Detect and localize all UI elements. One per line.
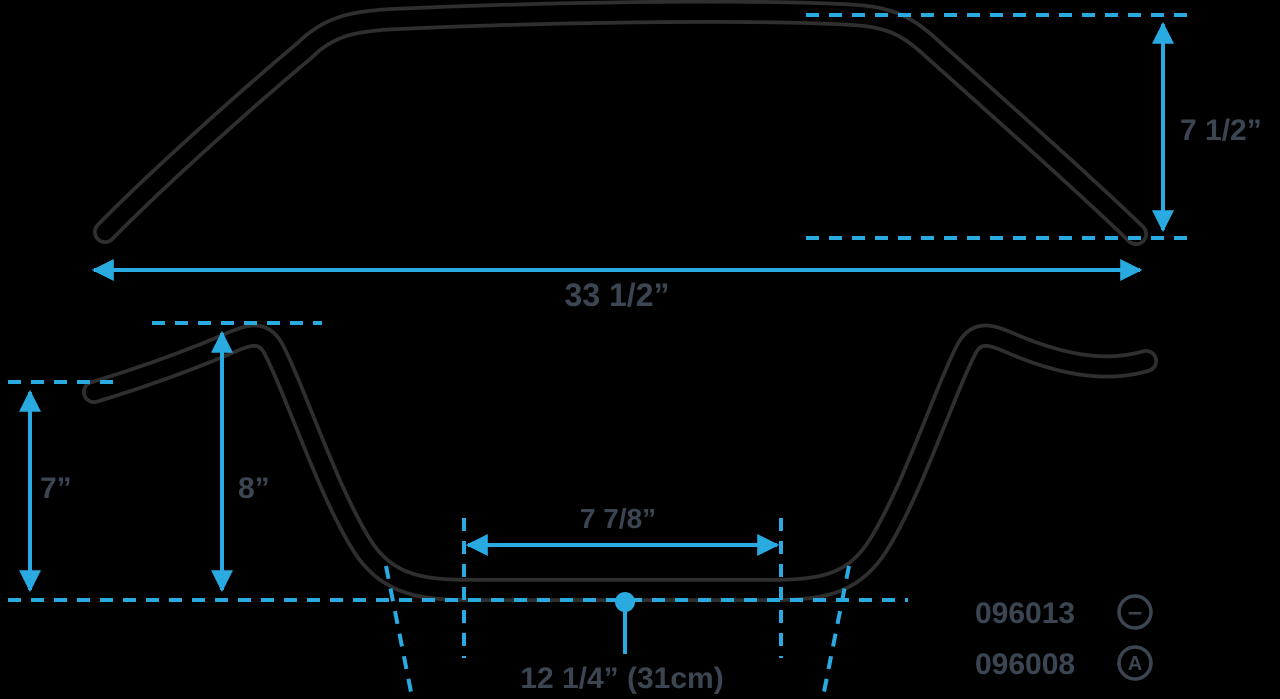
- end-rise-dimension: 7”: [8, 380, 118, 593]
- part-number-row-2: 096008 A: [975, 645, 1153, 681]
- end-rise-label: 7”: [40, 472, 72, 505]
- circled-a-icon: [1117, 645, 1153, 681]
- circled-dash-symbol: –: [1128, 596, 1142, 626]
- part-number-row-1: 096013 –: [975, 594, 1153, 630]
- part-number-2: 096008: [975, 648, 1075, 681]
- handlebar-top-view-fill: [96, 3, 1145, 243]
- pullback-dimension: 7 1/2”: [806, 13, 1262, 240]
- circled-a-symbol: A: [1128, 653, 1142, 675]
- overall-width-label: 33 1/2”: [565, 277, 670, 313]
- clamp-width-dimension: 7 7/8”: [462, 503, 783, 658]
- overall-width-dimension: 33 1/2”: [91, 259, 1143, 313]
- part-number-1: 096013: [975, 597, 1075, 630]
- knurl-width-label: 12 1/4” (31cm): [520, 662, 723, 695]
- clamp-width-label: 7 7/8”: [580, 503, 656, 534]
- center-point-marker: [615, 592, 635, 612]
- center-rise-dimension: 8”: [152, 321, 322, 593]
- handlebar-front-view: [82, 323, 1158, 602]
- knurl-width-dimension: 12 1/4” (31cm): [384, 565, 851, 698]
- circled-dash-icon: [1117, 594, 1153, 630]
- handlebar-front-view-fill: [85, 327, 1155, 599]
- pullback-label: 7 1/2”: [1180, 114, 1262, 147]
- center-rise-label: 8”: [238, 472, 270, 505]
- handlebar-top-view: [93, 0, 1148, 246]
